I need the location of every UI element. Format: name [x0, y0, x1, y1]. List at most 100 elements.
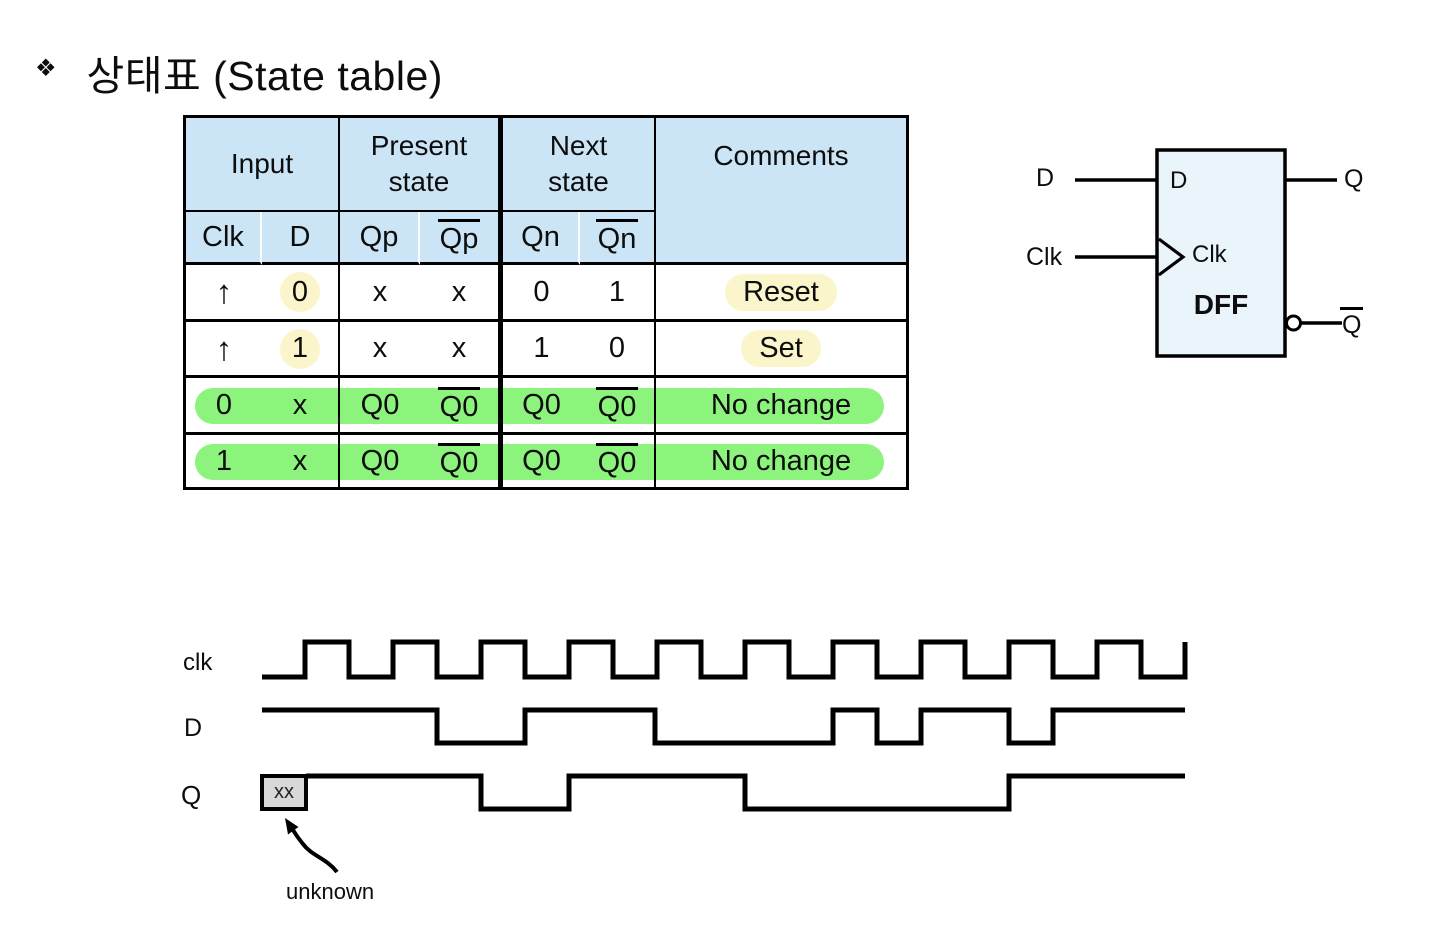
table-cell-qp-bar: Q0: [420, 378, 503, 435]
up-arrow-icon: ↑: [215, 273, 233, 310]
cell-value: Q0: [360, 444, 400, 477]
cell-value: Q0: [437, 387, 481, 423]
inversion-bubble-icon: [1285, 314, 1302, 332]
timing-clk-label: clk: [183, 649, 213, 676]
highlighted-value: 1: [280, 328, 320, 369]
table-cell-qn-bar: 1: [580, 265, 656, 322]
col-header-qp-bar: Qp: [420, 212, 503, 265]
col-header-d: D: [262, 212, 340, 265]
dff-symbol: [1075, 148, 1342, 358]
table-cell-qp-bar: Q0: [420, 435, 503, 490]
col-group-present-state: Present state: [340, 115, 503, 212]
comment-highlight: Set: [741, 330, 821, 367]
unknown-region-box: [260, 774, 308, 811]
dff-name-label: DFF: [1193, 289, 1249, 320]
cell-value: x: [372, 275, 388, 308]
comment-highlight: Reset: [725, 273, 837, 311]
page-title: 상태표 (State table): [86, 53, 443, 99]
table-cell-comment: No change: [656, 378, 909, 435]
Q-waveform: [306, 773, 1185, 812]
col-header-qn-bar: Qn: [580, 212, 656, 265]
row-highlight-green: [195, 388, 884, 424]
cell-value: 1: [608, 275, 626, 308]
state-table-grid: Input Present state Next state Comments …: [183, 115, 909, 490]
table-cell-qp: Q0: [340, 378, 420, 435]
table-cell-qn-bar: 0: [580, 322, 656, 378]
cell-value: Q0: [360, 388, 400, 421]
cell-value: 0: [533, 275, 550, 308]
table-cell-qp: x: [340, 265, 420, 322]
cell-value: Q0: [522, 388, 561, 421]
table-cell-qn-bar: Q0: [580, 378, 656, 435]
cell-value: x: [451, 332, 467, 364]
col-header-qp: Qp: [340, 212, 420, 265]
dff-output-qbar-label: Q: [1340, 307, 1364, 340]
cell-value: Q0: [595, 443, 639, 479]
up-arrow-icon: ↑: [215, 329, 233, 367]
state-table: Input Present state Next state Comments …: [183, 115, 909, 490]
dff-output-q-label: Q: [1344, 165, 1364, 193]
qn-header-label: Qn: [521, 220, 560, 253]
col-group-input: Input: [183, 115, 340, 212]
page-title-row: ❖ 상태표 (State table): [35, 42, 443, 102]
qp-bar-header-label: Qp: [437, 219, 481, 255]
table-cell-qn: Q0: [503, 435, 580, 490]
table-cell-qp-bar: x: [420, 265, 503, 322]
dff-input-d-label: D: [1036, 164, 1055, 192]
col-comments: Comments: [656, 115, 909, 265]
row-highlight-green: [195, 444, 884, 480]
cell-value: 1: [533, 332, 550, 364]
col-group-input-label: Input: [230, 147, 294, 179]
table-cell-qp-bar: x: [420, 322, 503, 378]
table-cell-d: x: [262, 435, 340, 490]
cell-value: x: [292, 444, 308, 477]
cell-value: Q0: [522, 444, 561, 477]
col-group-next-label: Next state: [548, 129, 609, 197]
clk-header-label: Clk: [202, 220, 244, 253]
curved-arrow-line: [291, 828, 339, 874]
col-comments-label: Comments: [713, 140, 849, 171]
timing-diagram: [260, 639, 1188, 812]
table-cell-clk: ↑: [183, 322, 262, 378]
table-cell-qp: Q0: [340, 435, 420, 490]
timing-q-label: Q: [181, 780, 202, 810]
cell-value: x: [372, 332, 388, 364]
qn-bar-header-label: Qn: [595, 219, 639, 255]
comment-value: No change: [710, 444, 852, 477]
clock-edge-triangle-icon: [1157, 237, 1186, 277]
table-cell-comment: Set: [656, 322, 909, 378]
comment-value: No change: [710, 388, 852, 421]
table-cell-qn: 1: [503, 322, 580, 378]
unknown-annotation-text: unknown: [286, 879, 375, 904]
clk-waveform: [262, 639, 1188, 680]
table-cell-d: 0: [262, 265, 340, 322]
table-cell-qn-bar: Q0: [580, 435, 656, 490]
table-cell-d: 1: [262, 322, 340, 378]
col-group-present-label: Present state: [370, 129, 468, 197]
table-cell-d: x: [262, 378, 340, 435]
cell-value: x: [451, 275, 467, 308]
col-group-next-state: Next state: [503, 115, 656, 212]
table-cell-clk: 0: [183, 378, 262, 435]
arrowhead-icon: [285, 818, 299, 835]
dff-pin-clk-label: Clk: [1192, 241, 1227, 268]
D-waveform: [262, 707, 1185, 746]
cell-value: 1: [215, 444, 233, 477]
table-cell-clk: ↑: [183, 265, 262, 322]
table-cell-comment: No change: [656, 435, 909, 490]
table-cell-comment: Reset: [656, 265, 909, 322]
qp-header-label: Qp: [359, 220, 399, 253]
d-header-label: D: [289, 220, 311, 253]
cell-value: x: [292, 388, 308, 421]
diamond-bullet-icon: ❖: [35, 55, 57, 82]
cell-value: Q0: [437, 443, 481, 479]
highlighted-value: 0: [280, 272, 320, 312]
timing-d-label: D: [184, 714, 203, 742]
table-cell-qn: Q0: [503, 378, 580, 435]
unknown-annotation-arrow: [285, 818, 339, 874]
dff-input-clk-label: Clk: [1026, 243, 1063, 271]
cell-value: 0: [608, 332, 626, 364]
col-header-clk: Clk: [183, 212, 262, 265]
cell-value: Q0: [595, 387, 639, 423]
